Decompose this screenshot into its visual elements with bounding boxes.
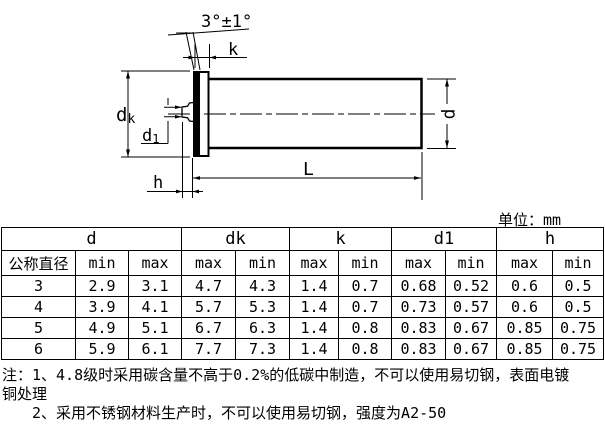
dimension-d: d (427, 78, 460, 149)
subheader: max (496, 250, 553, 276)
cell: 4.3 (235, 275, 290, 297)
table-row: 3 2.9 3.1 4.7 4.3 1.4 0.7 0.68 0.52 0.6 … (1, 275, 604, 297)
cell: 1.4 (289, 317, 339, 339)
cell: 0.57 (445, 296, 497, 318)
group-header-dk: dk (181, 227, 290, 251)
cell-size: 4 (1, 296, 76, 318)
cell: 0.83 (391, 317, 446, 339)
cell: 7.7 (181, 338, 236, 360)
cell: 0.7 (338, 296, 392, 318)
note-line-1: 注：1、4.8级时采用碳含量不高于0.2%的低碳中制造，不可以使用易切钢，表面电… (2, 366, 570, 384)
cell: 0.67 (445, 338, 497, 360)
subheader: max (128, 250, 182, 276)
cell: 4.9 (75, 317, 129, 339)
weld-tip (181, 101, 195, 123)
cell: 6.7 (181, 317, 236, 339)
dimension-h: h (147, 122, 203, 198)
cell: 6.3 (235, 317, 290, 339)
cell: 0.6 (496, 275, 553, 297)
subheader: min (338, 250, 392, 276)
dimension-k: k (183, 40, 247, 68)
L-label: L (303, 159, 314, 180)
cell: 0.75 (552, 338, 604, 360)
cell-size: 6 (1, 338, 76, 360)
dimension-L: L (193, 152, 423, 200)
subheader: min (552, 250, 604, 276)
subheader: min (235, 250, 290, 276)
cell: 7.3 (235, 338, 290, 360)
cell: 0.73 (391, 296, 446, 318)
subheader: max (181, 250, 236, 276)
cell: 6.1 (128, 338, 182, 360)
cell: 5.1 (128, 317, 182, 339)
dimension-angle: 3°±1° (167, 12, 252, 71)
cell: 0.52 (445, 275, 497, 297)
cell: 0.5 (552, 275, 604, 297)
header-nominal-diameter: 公称直径 (1, 250, 76, 276)
cell: 4.7 (181, 275, 236, 297)
subheader: min (445, 250, 497, 276)
cell: 0.75 (552, 317, 604, 339)
h-label: h (153, 173, 163, 193)
dimension-dk: dk (116, 70, 190, 158)
cell: 0.8 (338, 317, 392, 339)
cell: 0.85 (496, 317, 553, 339)
cell: 1.4 (289, 338, 339, 360)
cell: 1.4 (289, 296, 339, 318)
table-row: 4 3.9 4.1 5.7 5.3 1.4 0.7 0.73 0.57 0.6 … (1, 296, 604, 318)
cell: 5.3 (235, 296, 290, 318)
subheader: max (289, 250, 339, 276)
dimension-d1: d1 (141, 98, 182, 146)
group-header-d: d (1, 227, 182, 251)
cell: 3.1 (128, 275, 182, 297)
group-header-h: h (496, 227, 604, 251)
angle-label: 3°±1° (201, 12, 252, 32)
note-line-3: 2、采用不锈钢材料生产时，不可以使用易切钢，强度为A2-50 (32, 404, 447, 422)
subheader: min (75, 250, 129, 276)
table-subheader-row: 公称直径 min max max min max min max min max… (1, 250, 604, 276)
weld-stud-drawing: 3°±1° k dk (116, 12, 460, 200)
d-label: d (439, 109, 460, 120)
cell: 3.9 (75, 296, 129, 318)
unit-label: 单位：mm (498, 211, 562, 229)
table-row: 6 5.9 6.1 7.7 7.3 1.4 0.8 0.83 0.67 0.85… (1, 338, 604, 360)
group-header-d1: d1 (391, 227, 497, 251)
cell: 0.7 (338, 275, 392, 297)
table-group-header-row: d dk k d1 h (1, 227, 604, 251)
cell: 0.67 (445, 317, 497, 339)
cell: 0.5 (552, 296, 604, 318)
cell: 0.83 (391, 338, 446, 360)
k-label: k (228, 40, 238, 60)
cell: 2.9 (75, 275, 129, 297)
dimension-table: d dk k d1 h 公称直径 min max max min max min… (1, 227, 604, 360)
dk-label: dk (116, 104, 135, 127)
cell: 5.9 (75, 338, 129, 360)
table-row: 5 4.9 5.1 6.7 6.3 1.4 0.8 0.83 0.67 0.85… (1, 317, 604, 339)
note-line-2: 铜处理 (2, 385, 48, 403)
cell-size: 3 (1, 275, 76, 297)
d1-label: d1 (142, 126, 159, 146)
footnotes: 注：1、4.8级时采用碳含量不高于0.2%的低碳中制造，不可以使用易切钢，表面电… (2, 366, 603, 423)
cell: 0.85 (496, 338, 553, 360)
subheader: max (391, 250, 446, 276)
cell: 4.1 (128, 296, 182, 318)
cell: 0.68 (391, 275, 446, 297)
cell-size: 5 (1, 317, 76, 339)
cell: 1.4 (289, 275, 339, 297)
group-header-k: k (289, 227, 392, 251)
cell: 5.7 (181, 296, 236, 318)
cell: 0.6 (496, 296, 553, 318)
cell: 0.8 (338, 338, 392, 360)
